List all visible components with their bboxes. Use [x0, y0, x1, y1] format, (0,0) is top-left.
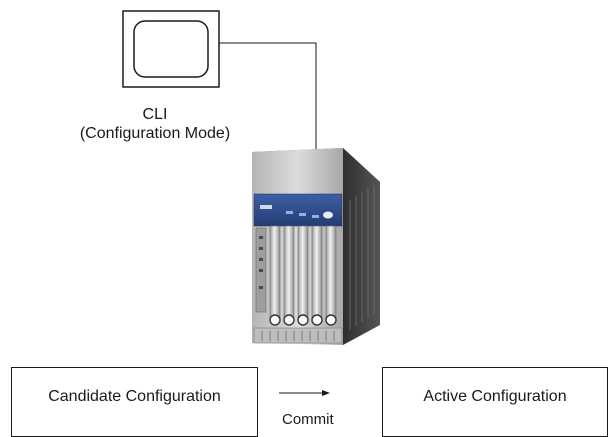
- line-cards: [269, 225, 337, 319]
- line-card: [297, 225, 309, 319]
- active-configuration-label: Active Configuration: [423, 388, 567, 405]
- panel-led: [286, 211, 293, 214]
- panel-logo: [260, 205, 272, 209]
- candidate-configuration-box: Candidate Configuration: [11, 367, 258, 437]
- chassis-base: [253, 327, 343, 344]
- cli-label-mode: (Configuration Mode): [79, 125, 231, 142]
- terminal-screen: [133, 20, 209, 78]
- control-panel: [253, 193, 343, 227]
- cli-label-title: CLI: [142, 106, 168, 123]
- base-vents: [261, 331, 335, 341]
- panel-led: [312, 215, 319, 218]
- line-card: [311, 225, 323, 319]
- cli-label: CLI (Configuration Mode): [70, 105, 240, 143]
- chassis-side-vents: [349, 185, 375, 330]
- panel-led: [299, 213, 306, 216]
- active-configuration-box: Active Configuration: [382, 367, 608, 437]
- line-card: [269, 225, 281, 319]
- panel-button: [323, 211, 333, 219]
- router-chassis-icon: [252, 148, 380, 345]
- connection-line: [219, 42, 317, 178]
- terminal-icon: [122, 10, 220, 88]
- commit-label: Commit: [282, 411, 334, 428]
- status-leds: [259, 236, 263, 289]
- diagram-canvas: [122, 10, 380, 396]
- line-card: [325, 225, 337, 319]
- card-ejectors: [269, 314, 337, 326]
- candidate-configuration-label: Candidate Configuration: [48, 388, 221, 405]
- line-card: [283, 225, 295, 319]
- commit-arrow: [279, 390, 330, 396]
